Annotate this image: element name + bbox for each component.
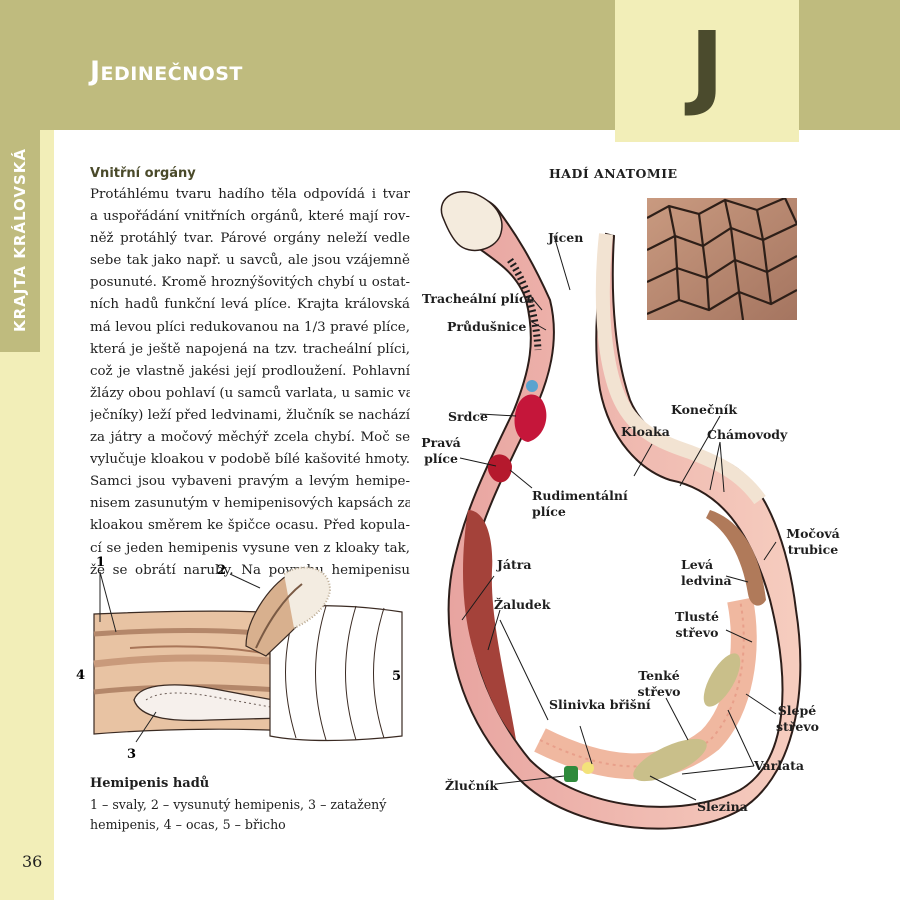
label-prava-line1: Pravá <box>421 435 461 450</box>
hem-number-4: 4 <box>76 668 85 683</box>
section-heading: Vnitřní orgány <box>90 166 196 181</box>
label-leva-ledvina: Levá ledvina <box>681 557 732 589</box>
label-rudi-line1: Rudimentální <box>532 488 628 503</box>
body-text-line: že se obrátí naruby. Na povrchu hemipeni… <box>90 562 410 578</box>
page-number: 36 <box>22 852 43 871</box>
label-varlata: Varlata <box>754 758 804 773</box>
label-prava-plice: Pravá plíce <box>421 435 461 467</box>
label-tluste-line2: střevo <box>675 625 719 640</box>
label-mocova-trubice: Močová trubice <box>786 526 840 558</box>
label-tracheal-lung: Tracheální plíce <box>422 291 535 306</box>
label-zlucnik: Žlučník <box>445 778 499 793</box>
body-text-line: nisem zasunutým v hemipenisových kapsách… <box>90 496 410 512</box>
hemipenis-illustration: 1 2 3 4 5 <box>70 552 415 772</box>
body-text-line: má levou plíci redukovanou na 1/3 pravé … <box>90 319 410 335</box>
label-leva-line2: ledvina <box>681 573 732 588</box>
label-konecnik: Konečník <box>671 402 738 417</box>
body-text-line: Protáhlému tvaru hadího těla odpovídá i … <box>90 187 410 202</box>
hemipenis-caption-title: Hemipenis hadů <box>90 776 210 791</box>
page-title: Jedinečnost <box>90 56 243 87</box>
label-mocova-line2: trubice <box>787 542 839 557</box>
body-text-line: která je ještě napojená na tzv. tracheál… <box>90 341 410 357</box>
label-jatra: Játra <box>497 557 532 572</box>
body-text-line: ních hadů funkční levá plíce. Krajta krá… <box>90 297 410 313</box>
body-text-line: něž protáhlý tvar. Párové orgány neleží … <box>90 231 410 247</box>
body-text-line: cí se jeden hemipenis vysune ven z kloak… <box>90 540 410 556</box>
side-tab-label: KRAJTA KRÁLOVSKÁ <box>11 147 29 333</box>
label-rudi-line2: plíce <box>532 504 566 519</box>
label-leva-line1: Levá <box>681 557 714 572</box>
label-slinivka: Slinivka břišní <box>549 697 651 712</box>
body-text-line: a uspořádání vnitřních orgánů, které maj… <box>90 209 410 225</box>
hem-number-3: 3 <box>127 747 136 762</box>
hem-number-2: 2 <box>217 563 226 578</box>
body-text-line: ječníky) leží před ledvinami, žlučník se… <box>90 407 410 423</box>
hemipenis-caption-line: 1 – svaly, 2 – vysunutý hemipenis, 3 – z… <box>90 797 387 812</box>
hem-number-5: 5 <box>392 669 401 684</box>
snake-scale-texture <box>646 196 798 321</box>
body-text-line: Samci jsou vybaveni pravým a levým hemip… <box>90 474 410 490</box>
hem-number-1: 1 <box>96 555 105 570</box>
body-text-line: sebe tak jako např. u savců, ale jsou vz… <box>90 253 410 269</box>
anatomy-title: HADÍ ANATOMIE <box>549 166 678 181</box>
body-text-line: kloakou směrem ke špičce ocasu. Před kop… <box>90 518 410 534</box>
chapter-letter-box: J <box>615 0 799 142</box>
label-slepe-line2: střevo <box>776 719 819 734</box>
label-srdce: Srdce <box>448 409 488 424</box>
label-tenke-strevo: Tenké střevo <box>637 668 681 700</box>
label-slepe-line1: Slepé <box>777 703 817 718</box>
label-slezina: Slezina <box>697 799 748 814</box>
label-tluste-line1: Tlusté <box>675 609 719 624</box>
label-chamovody: Chámovody <box>707 427 788 442</box>
body-text-line: posunuté. Kromě hroznýšovitých chybí u o… <box>90 275 410 291</box>
snake-anatomy-diagram <box>440 191 802 830</box>
label-tenke-line2: střevo <box>637 684 681 699</box>
chapter-letter: J <box>689 12 725 119</box>
label-kloaka: Kloaka <box>621 424 670 439</box>
label-mocova-line1: Močová <box>786 526 840 541</box>
hemipenis-caption: 1 – svaly, 2 – vysunutý hemipenis, 3 – z… <box>90 795 420 835</box>
hemipenis-caption-line: hemipenis, 4 – ocas, 5 – břicho <box>90 817 286 832</box>
label-slepe-strevo: Slepé střevo <box>776 703 819 735</box>
label-prava-line2: plíce <box>424 451 458 466</box>
label-tluste-strevo: Tlusté střevo <box>674 609 720 641</box>
label-tenke-line1: Tenké <box>638 668 680 683</box>
body-text: Protáhlému tvaru hadího těla odpovídá i … <box>90 184 410 582</box>
body-text-line: za játry a močový měchýř zcela chybí. Mo… <box>90 430 410 446</box>
label-rudimentalni-plice: Rudimentální plíce <box>532 488 628 520</box>
label-zaludek: Žaludek <box>494 597 551 612</box>
label-jicen: Jícen <box>548 230 584 245</box>
body-text-line: žlázy obou pohlaví (u samců varlata, u s… <box>90 385 410 401</box>
body-text-line: vylučuje kloakou v podobě bílé kašovité … <box>90 452 410 468</box>
side-tab <box>0 130 40 352</box>
label-prudusnice: Průdušnice <box>447 319 527 334</box>
body-text-line: což je vlastně jakési její prodloužení. … <box>90 363 410 379</box>
